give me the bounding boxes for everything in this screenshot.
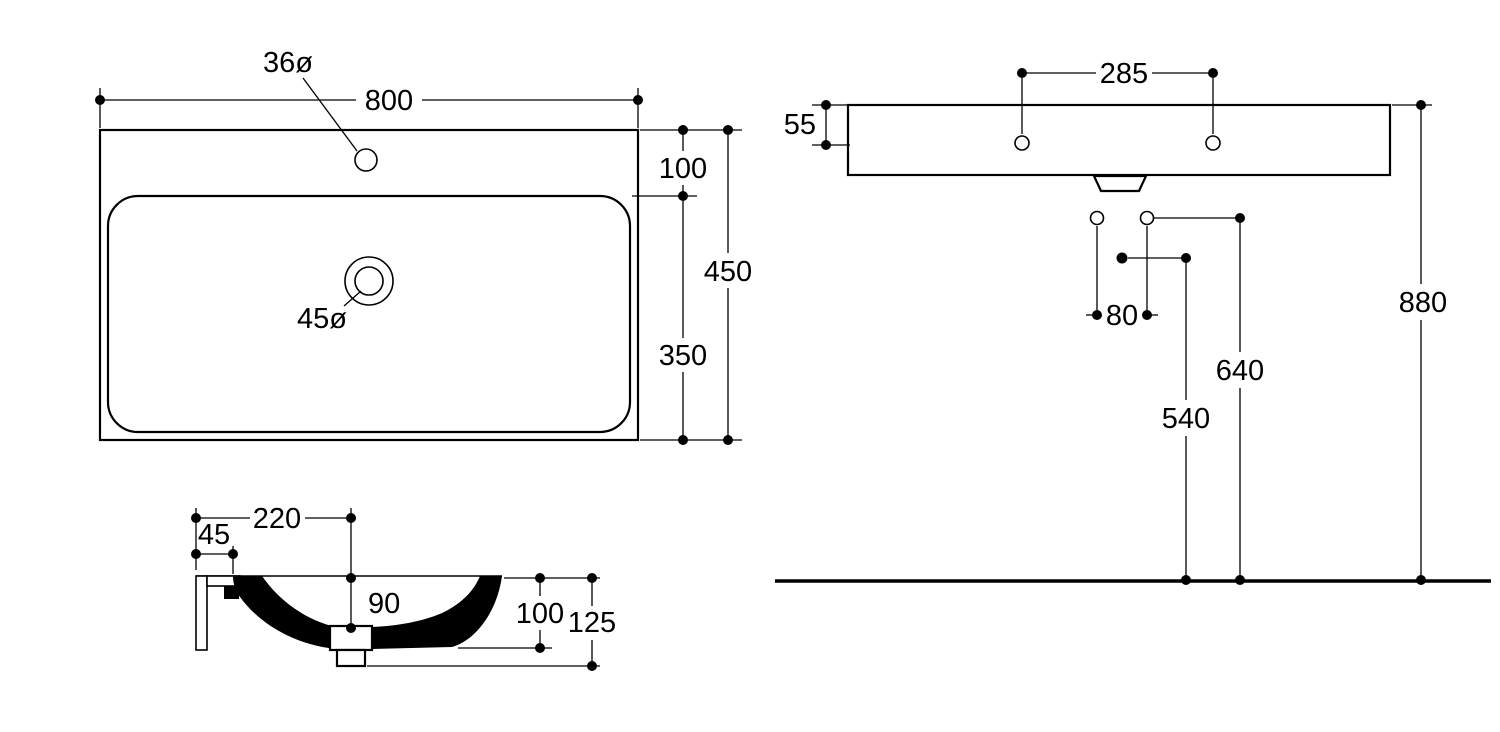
dim-dot — [1017, 68, 1027, 78]
dim-label-rim-height: 880 — [1399, 287, 1447, 319]
dim-label-faucet-diameter: 36ø — [263, 47, 313, 79]
dim-label-basin-depth: 350 — [659, 340, 707, 372]
dim-label-drain-from-back: 220 — [253, 503, 301, 535]
dim-label-rim-to-basin: 100 — [659, 153, 707, 185]
mounting-hole-left — [1014, 135, 1030, 151]
dim-dot — [228, 549, 238, 559]
dim-dot — [95, 95, 105, 105]
back-panel — [195, 575, 208, 651]
mounting-hole-right — [1205, 135, 1221, 151]
outlet-hole-left — [1089, 210, 1105, 226]
basin-inner-rim — [106, 194, 632, 434]
dim-dot — [723, 435, 733, 445]
dim-dot — [678, 435, 688, 445]
dim-label-width: 800 — [365, 85, 413, 117]
dim-dot — [535, 573, 545, 583]
section-view: 220 45 90 100 125 — [191, 503, 616, 671]
dim-dot — [1092, 310, 1102, 320]
dim-dot — [821, 100, 831, 110]
dim-label-total-depth: 450 — [704, 256, 752, 288]
outlet-hole-right — [1139, 210, 1155, 226]
basin-front-outline — [846, 103, 1392, 177]
dim-label-outlet-spacing: 80 — [1106, 300, 1138, 332]
dim-dot — [191, 513, 201, 523]
dim-dot — [191, 549, 201, 559]
leader-line — [302, 77, 358, 152]
dim-dot — [678, 191, 688, 201]
front-view: 285 55 80 540 640 — [775, 58, 1491, 585]
dim-label-outlet-height: 640 — [1216, 355, 1264, 387]
dim-dot — [587, 573, 597, 583]
leader-line — [343, 290, 362, 307]
dim-dot — [678, 125, 688, 135]
dim-label-drain-height: 540 — [1162, 403, 1210, 435]
dim-label-front-height: 100 — [516, 598, 564, 630]
faucet-hole — [354, 148, 378, 172]
dim-dot — [1208, 68, 1218, 78]
dim-dot — [723, 125, 733, 135]
dim-dot — [1142, 310, 1152, 320]
fixing-slot — [224, 586, 239, 599]
dim-dot — [821, 140, 831, 150]
dim-dot — [587, 661, 597, 671]
dim-dot — [346, 573, 356, 583]
dim-dot — [535, 643, 545, 653]
dim-label-bowl-depth: 90 — [368, 588, 400, 620]
drain-stub — [335, 648, 367, 668]
dim-label-back-offset: 45 — [198, 519, 230, 551]
dim-label-hole-spacing: 285 — [1100, 58, 1148, 90]
drain-fitting — [1092, 174, 1148, 193]
dim-label-top-to-holes: 55 — [784, 109, 816, 141]
dim-dot — [346, 513, 356, 523]
dim-label-drain-diameter: 45ø — [297, 303, 347, 335]
top-view: 800 36ø 45ø 100 350 450 — [95, 47, 752, 445]
dim-label-total-height: 125 — [568, 607, 616, 639]
drain-hole-inner — [354, 266, 384, 296]
drain-point — [1116, 252, 1128, 264]
bowl-wall-right — [372, 576, 502, 649]
dim-dot — [346, 623, 356, 633]
drain-hole-outer — [344, 256, 394, 306]
bowl-wall-left — [233, 576, 336, 649]
dim-dot — [633, 95, 643, 105]
